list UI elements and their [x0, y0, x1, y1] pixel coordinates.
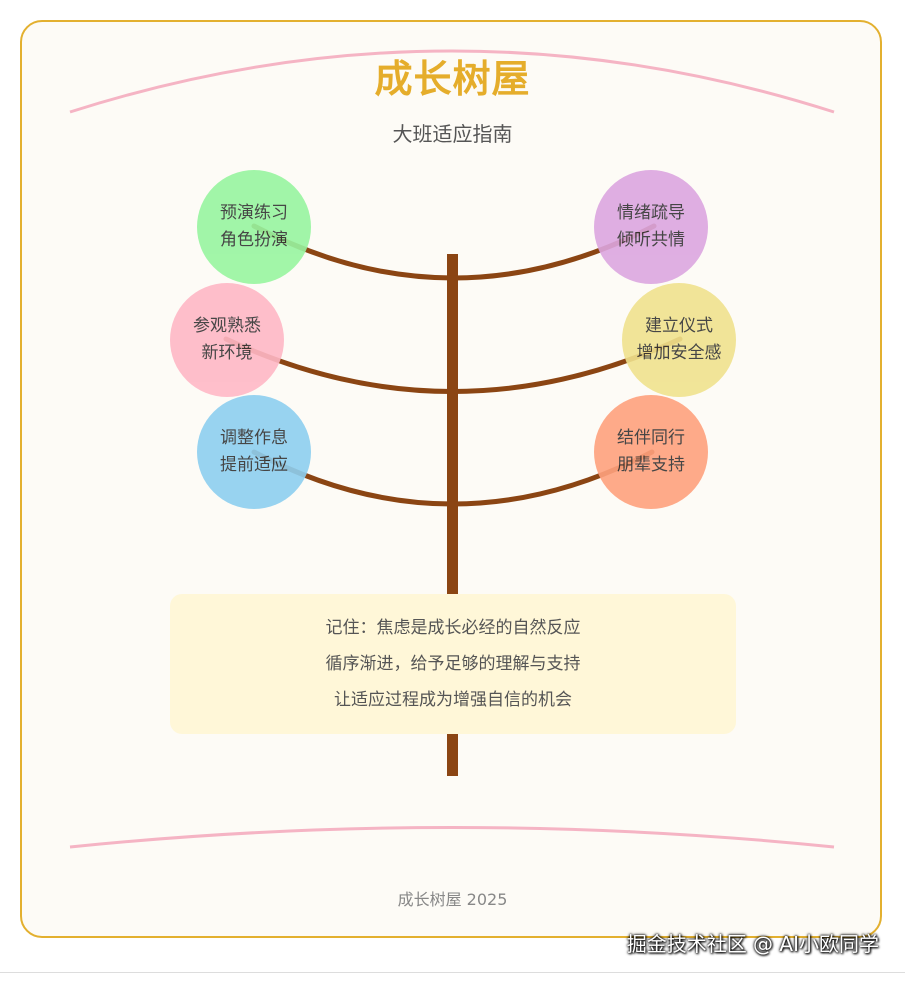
bubble-line-1: 结伴同行 [617, 428, 685, 448]
bubble-line-1: 调整作息 [220, 428, 288, 448]
bottom-decorative-arc [69, 826, 835, 849]
branch-bubble-emotion: 情绪疏导 倾听共情 [594, 170, 708, 284]
bubble-line-2: 倾听共情 [617, 230, 685, 250]
branch-bubble-ritual: 建立仪式 增加安全感 [622, 283, 736, 397]
bubble-line-2: 新环境 [201, 343, 253, 363]
bubble-line-2: 角色扮演 [220, 230, 288, 250]
note-line-3: 让适应过程成为增强自信的机会 [334, 690, 572, 710]
bubble-line-1: 预演练习 [220, 203, 288, 223]
bottom-divider [0, 972, 905, 973]
note-line-2: 循序渐进，给予足够的理解与支持 [325, 654, 581, 674]
bubble-line-1: 建立仪式 [645, 316, 713, 336]
branch-bubble-peers: 结伴同行 朋辈支持 [594, 395, 708, 509]
branch-bubble-visit: 参观熟悉 新环境 [170, 283, 284, 397]
footer-text: 成长树屋 2025 [397, 890, 508, 909]
branch-bubble-rehearsal: 预演练习 角色扮演 [197, 170, 311, 284]
tree-trunk [447, 254, 458, 776]
bubble-line-1: 情绪疏导 [617, 203, 685, 223]
branch-row-3 [251, 449, 655, 507]
branch-row-2 [223, 336, 683, 394]
bubble-line-2: 提前适应 [220, 455, 288, 475]
reminder-note: 记住：焦虑是成长必经的自然反应 循序渐进，给予足够的理解与支持 让适应过程成为增… [170, 594, 736, 734]
bubble-line-2: 增加安全感 [636, 343, 722, 363]
watermark: 掘金技术社区 @ AI小欧同学 [626, 932, 879, 956]
branch-bubble-schedule: 调整作息 提前适应 [197, 395, 311, 509]
bubble-line-1: 参观熟悉 [193, 316, 261, 336]
page-title: 成长树屋 [374, 57, 531, 101]
top-decorative-arc [69, 49, 835, 114]
page-subtitle: 大班适应指南 [392, 122, 513, 146]
bubble-line-2: 朋辈支持 [617, 455, 685, 475]
note-line-1: 记住：焦虑是成长必经的自然反应 [325, 618, 581, 638]
